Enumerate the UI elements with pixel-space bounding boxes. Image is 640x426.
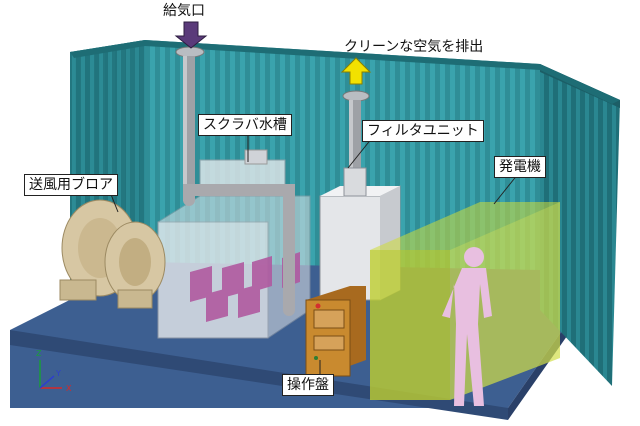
blower xyxy=(59,199,166,309)
axis-z-label: Z xyxy=(36,349,42,358)
leader-lines xyxy=(109,134,519,374)
axis-y-label: Y xyxy=(56,369,61,378)
axis-triad-icon xyxy=(39,360,62,389)
panel-label: 操作盤 xyxy=(282,374,334,396)
control-panel xyxy=(305,286,366,377)
generator-label: 発電機 xyxy=(494,156,546,178)
axis-x-label: X xyxy=(66,384,72,393)
blower-label: 送風用ブロア xyxy=(24,174,118,196)
exhaust-label: クリーンな空気を排出 xyxy=(344,39,484,55)
person-silhouette-icon xyxy=(442,247,492,406)
exhaust-arrow-icon xyxy=(340,57,372,85)
exhaust-duct xyxy=(342,90,370,170)
intake-label: 給気口 xyxy=(163,3,205,19)
scrubber-label: スクラバ水槽 xyxy=(198,114,292,136)
intake-arrow-icon xyxy=(174,21,208,49)
intake-duct xyxy=(175,46,205,201)
filter-label: フィルタユニット xyxy=(362,120,484,142)
